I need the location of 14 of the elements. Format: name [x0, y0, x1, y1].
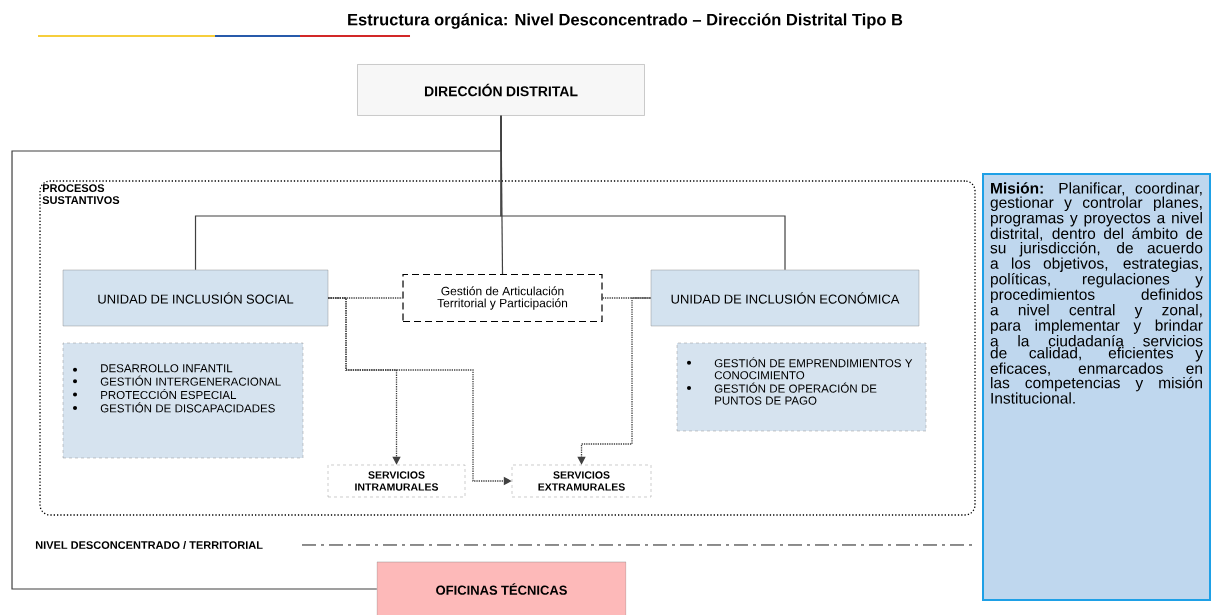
service-box: SERVICIOS EXTRAMURALES: [511, 464, 652, 498]
top-box: DIRECCIÓN DISTRITAL: [357, 64, 645, 116]
title: Estructura orgánica: Nivel Desconcentrado – Dirección Distrital Tipo B: [348, 13, 903, 29]
list-box: GESTIÓN DE EMPRENDIMIENTOS Y CONOCIMIENTO GESTIÓN DE OPERACIÓN DE PUNTOS DE PAGO: [676, 342, 927, 432]
office-box: OFICINAS TÉCNICAS: [376, 561, 627, 615]
list-box: DESARROLLO INFANTIL GESTIÓN INTERGENERACIONAL PROTECCIÓN ESPECIAL GESTIÓN DE DISCAPACIDADES: [62, 342, 304, 459]
connector: [11, 115, 502, 590]
service-box: SERVICIOS INTRAMURALES: [327, 464, 466, 498]
connector: [601, 297, 652, 299]
unit-box: UNIDAD DE INCLUSIÓN SOCIAL: [62, 269, 329, 327]
dashed-box: Gestión de Articulación Territorial y Participación: [402, 273, 603, 323]
unit-box: UNIDAD DE INCLUSIÓN ECONÓMICA: [650, 269, 920, 327]
level-label: NIVEL DESCONCENTRADO / TERRITORIAL: [35, 540, 263, 550]
mission-box: Misión: Planificar, coordinar, gestionar y controlar planes, programas y proyectos a nivel distrital, dentro del ámbito de su jurisdicción, de acuerdo a los objetivos, estrategias, políticas, regulaciones y procedimientos definidos a nivel central y zonal, para implementar y brindar a la ciudadanía servicios de calidad, eficientes y eficaces, enmarcados en las competencias y misión Institucional.: [982, 173, 1211, 601]
